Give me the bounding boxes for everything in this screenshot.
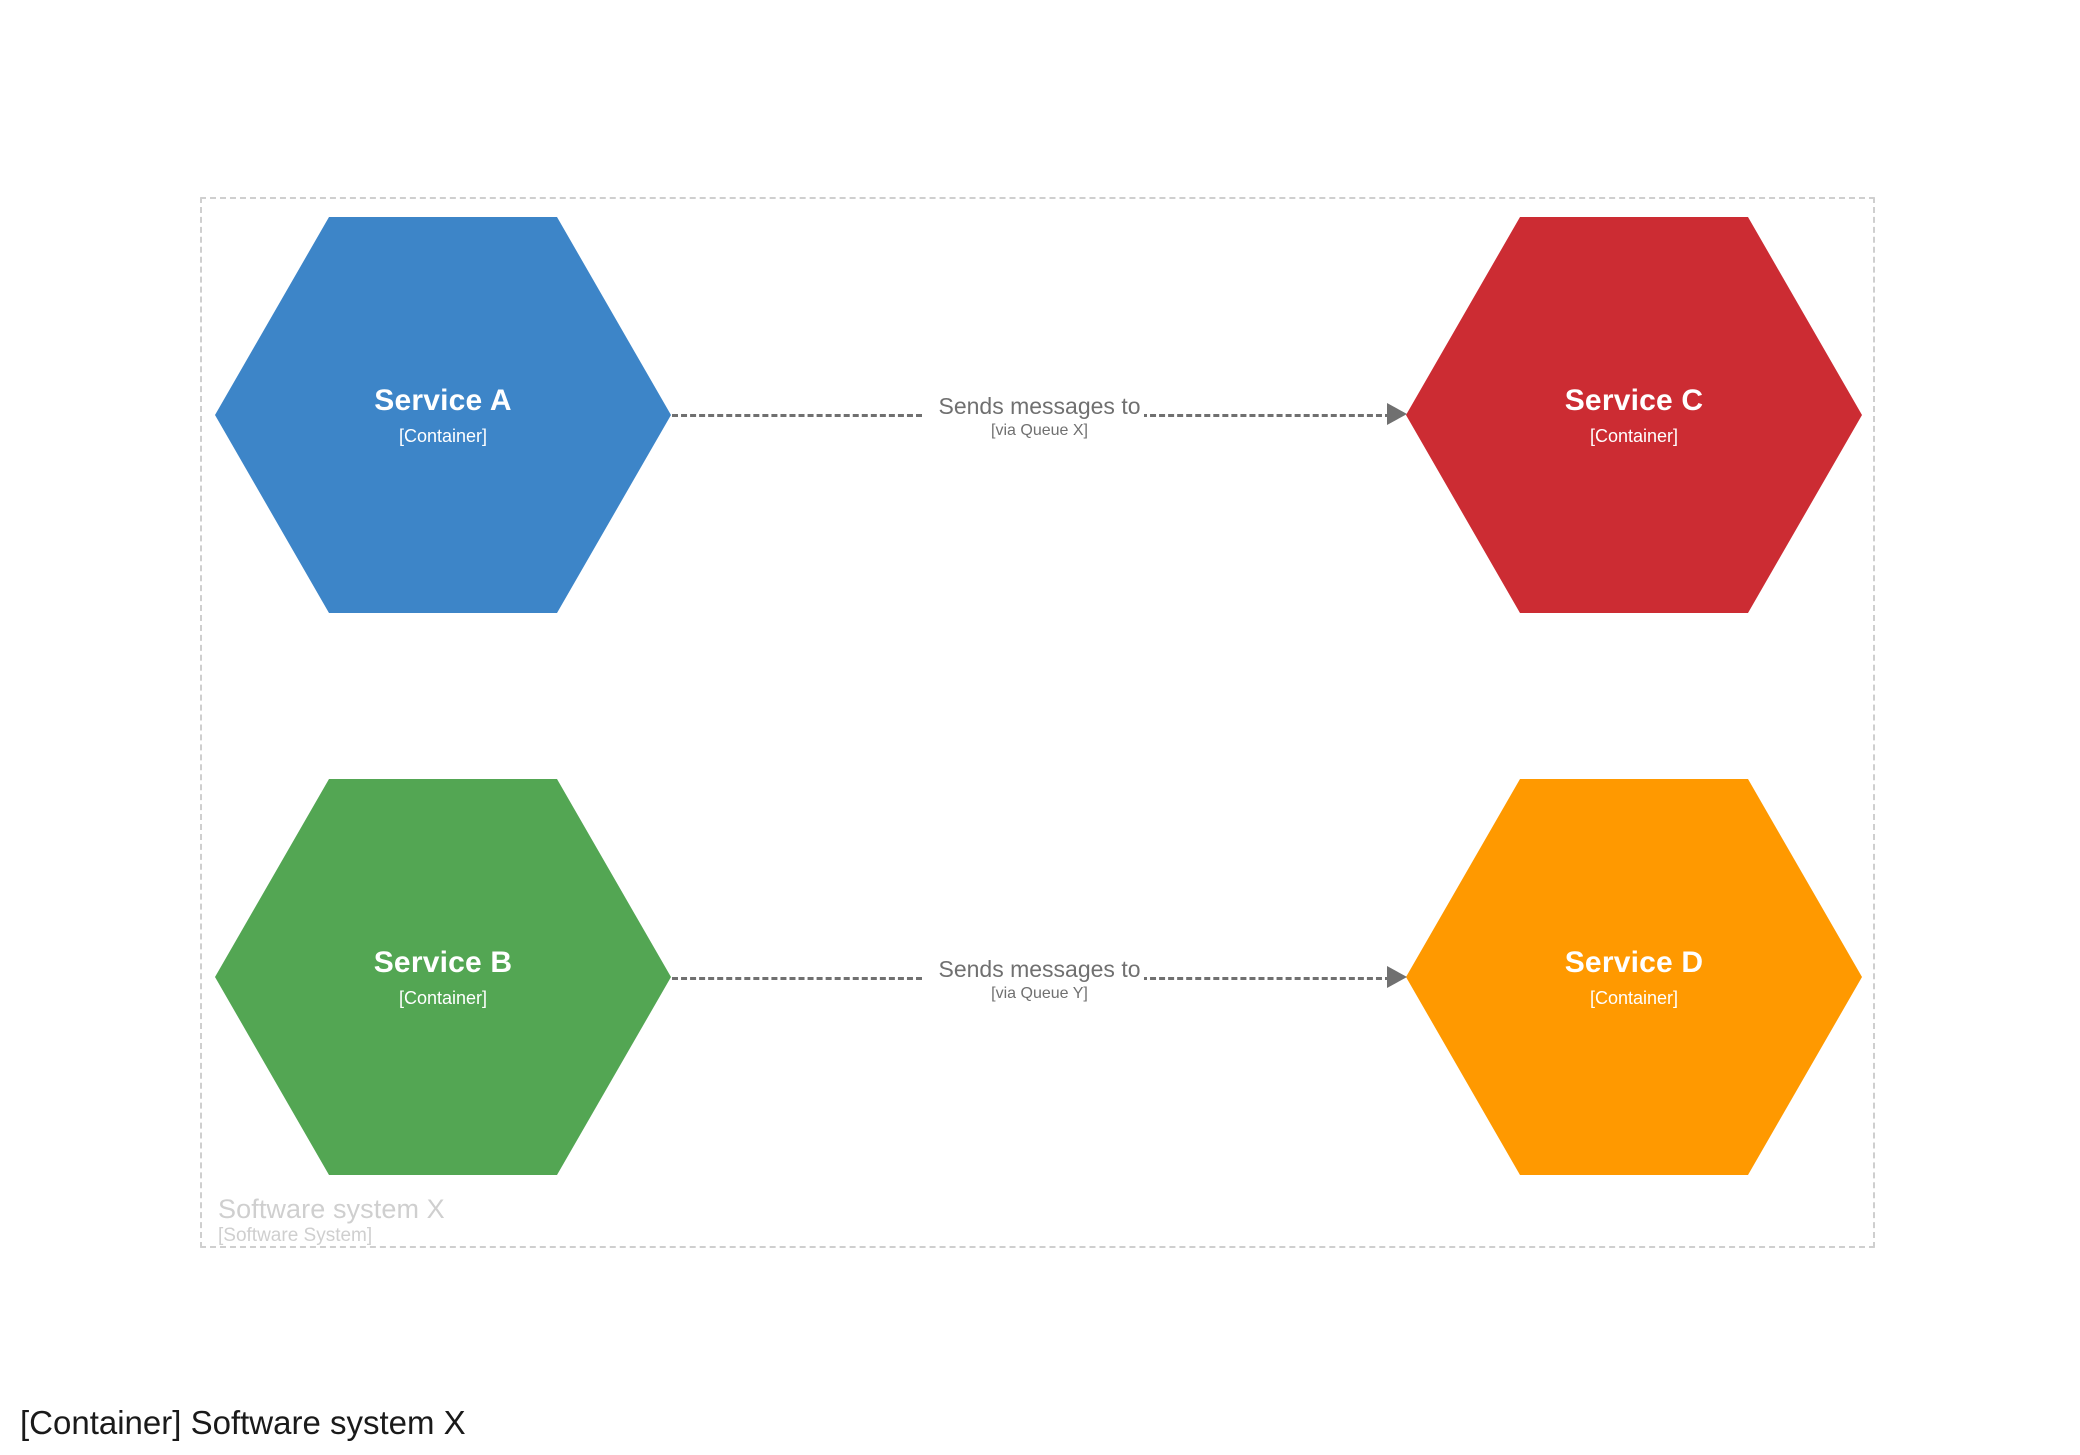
node-service-a[interactable]: Service A [Container] xyxy=(215,217,671,613)
relationship-technology: [via Queue X] xyxy=(991,421,1088,439)
relationship-line-segment-right xyxy=(1141,977,1391,980)
system-boundary-name: Software system X xyxy=(218,1194,445,1224)
node-service-b-name: Service B xyxy=(373,945,513,979)
node-service-c-type: [Container] xyxy=(1589,425,1679,446)
node-service-d-name: Service D xyxy=(1564,945,1704,979)
arrowhead-icon xyxy=(1387,966,1407,988)
node-service-c[interactable]: Service C [Container] xyxy=(1406,217,1862,613)
relationship-line-segment-left xyxy=(672,414,922,417)
relationship-line-segment-left xyxy=(672,977,922,980)
system-boundary-box[interactable] xyxy=(200,197,1875,1248)
node-service-d-type: [Container] xyxy=(1589,987,1679,1008)
node-service-d[interactable]: Service D [Container] xyxy=(1406,779,1862,1175)
relationship-description: Sends messages to xyxy=(938,956,1141,982)
system-boundary-label: Software system X [Software System] xyxy=(218,1194,445,1247)
arrowhead-icon xyxy=(1387,403,1407,425)
relationship-line-segment-right xyxy=(1141,414,1391,417)
relationship-label-group: Sends messages to [via Queue X] xyxy=(935,393,1144,440)
diagram-caption: [Container] Software system X xyxy=(20,1404,466,1441)
node-service-b-type: [Container] xyxy=(398,987,488,1008)
node-service-c-name: Service C xyxy=(1564,383,1704,417)
node-service-b[interactable]: Service B [Container] xyxy=(215,779,671,1175)
relationship-technology: [via Queue Y] xyxy=(991,984,1088,1002)
system-boundary-type: [Software System] xyxy=(218,1225,373,1247)
node-service-a-name: Service A xyxy=(374,383,512,417)
node-service-a-type: [Container] xyxy=(398,425,488,446)
relationship-label-group: Sends messages to [via Queue Y] xyxy=(935,956,1144,1003)
relationship-description: Sends messages to xyxy=(938,393,1141,419)
